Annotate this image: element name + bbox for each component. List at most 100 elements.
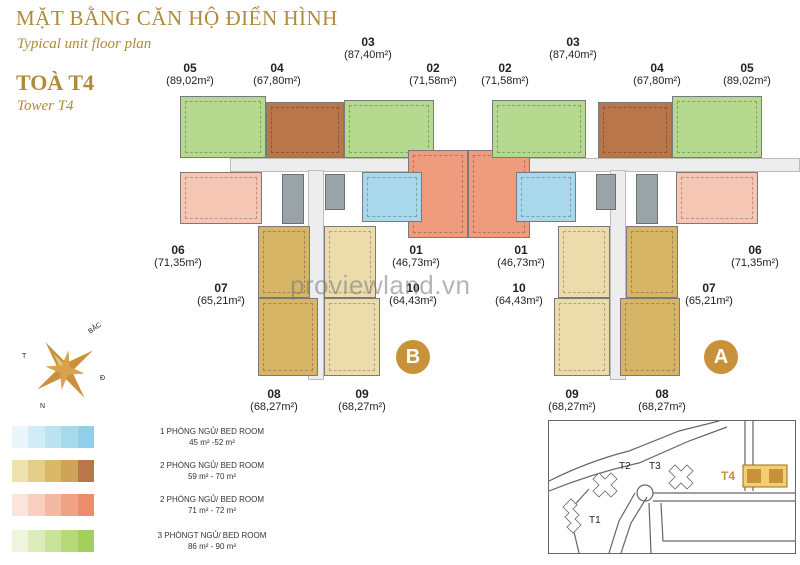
label-unit-10-left: 10(64,43m²) xyxy=(378,282,448,308)
unit-07-right[interactable] xyxy=(626,226,678,298)
unit-area: (46,73m²) xyxy=(497,257,545,269)
unit-10-right[interactable] xyxy=(558,226,610,298)
unit-08-right[interactable] xyxy=(620,298,680,376)
legend-text: 1 PHÒNG NGỦ/ BED ROOM 45 m² -52 m² xyxy=(122,426,302,448)
swatch xyxy=(77,530,95,552)
unit-area: (71,35m²) xyxy=(731,257,779,269)
site-label-t2: T2 xyxy=(619,461,631,472)
label-unit-07-left: 07(65,21m²) xyxy=(186,282,256,308)
site-map-graphic xyxy=(549,421,795,553)
legend-line1: 2 PHÒNG NGỦ/ BED ROOM xyxy=(159,495,264,504)
unit-area: (64,43m²) xyxy=(495,295,543,307)
unit-number: 01 xyxy=(409,243,423,257)
swatch xyxy=(77,494,95,516)
unit-number: 10 xyxy=(512,281,526,295)
unit-number: 04 xyxy=(650,61,664,75)
unit-number: 05 xyxy=(740,61,754,75)
unit-07-left[interactable] xyxy=(258,226,310,298)
unit-03-right[interactable] xyxy=(492,100,586,158)
label-unit-06-left: 06(71,35m²) xyxy=(143,244,213,270)
tower-subtitle: Tower T4 xyxy=(17,98,74,114)
legend-line2: 45 m² -52 m² xyxy=(189,438,235,447)
page-subtitle: Typical unit floor plan xyxy=(17,36,152,52)
swatch xyxy=(61,460,78,482)
legend-line2: 71 m² - 72 m² xyxy=(187,506,236,515)
label-unit-03-left: 03(87,40m²) xyxy=(333,36,403,62)
label-unit-09-left: 09(68,27m²) xyxy=(327,388,397,414)
legend-line2: 86 m² - 90 m² xyxy=(187,542,236,551)
legend-line1: 3 PHÒNGT NGỦ/ BED ROOM xyxy=(157,531,267,540)
label-unit-04-left: 04(67,80m²) xyxy=(242,62,312,88)
swatch xyxy=(12,494,29,516)
site-label-t1: T1 xyxy=(589,515,601,526)
stair-core-right-1 xyxy=(596,174,616,210)
unit-area: (89,02m²) xyxy=(166,75,214,87)
unit-area: (71,58m²) xyxy=(409,75,457,87)
label-unit-04-right: 04(67,80m²) xyxy=(622,62,692,88)
legend-swatch xyxy=(12,494,95,516)
swatch xyxy=(12,460,29,482)
unit-09-left[interactable] xyxy=(324,298,380,376)
tower-title: TOÀ T4 xyxy=(16,70,95,95)
unit-number: 02 xyxy=(426,61,440,75)
unit-number: 04 xyxy=(270,61,284,75)
unit-04-right[interactable] xyxy=(598,102,672,158)
swatch xyxy=(28,460,45,482)
legend-text: 3 PHÒNGT NGỦ/ BED ROOM 86 m² - 90 m² xyxy=(122,530,302,552)
swatch xyxy=(28,530,45,552)
unit-09-right[interactable] xyxy=(554,298,610,376)
swatch xyxy=(12,426,29,448)
block-a-marker: A xyxy=(704,340,738,374)
swatch xyxy=(77,426,95,448)
compass-east-label: Đ xyxy=(100,375,106,382)
unit-number: 08 xyxy=(655,387,669,401)
legend-line1: 2 PHÒNG NGỦ/ BED ROOM xyxy=(159,461,264,470)
unit-06-left[interactable] xyxy=(180,172,262,224)
unit-area: (65,21m²) xyxy=(197,295,245,307)
label-unit-07-right: 07(65,21m²) xyxy=(674,282,744,308)
label-unit-01-right: 01(46,73m²) xyxy=(486,244,556,270)
swatch xyxy=(28,426,45,448)
unit-number: 02 xyxy=(498,61,512,75)
swatch xyxy=(12,530,29,552)
label-unit-08-left: 08(68,27m²) xyxy=(239,388,309,414)
legend-line2: 59 m² - 70 m² xyxy=(187,472,236,481)
unit-10-left[interactable] xyxy=(324,226,376,298)
compass-south-label: N xyxy=(40,403,46,410)
unit-05-right[interactable] xyxy=(672,96,762,158)
swatch xyxy=(28,494,45,516)
watermark: proviewland.vn xyxy=(290,270,471,300)
unit-03-left[interactable] xyxy=(344,100,434,158)
legend-line1: 1 PHÒNG NGỦ/ BED ROOM xyxy=(159,427,264,436)
label-unit-08-right: 08(68,27m²) xyxy=(627,388,697,414)
swatch xyxy=(61,426,78,448)
unit-number: 03 xyxy=(566,35,580,49)
compass: BẮC N T Đ xyxy=(20,322,110,415)
unit-area: (71,58m²) xyxy=(481,75,529,87)
stair-core-left-2 xyxy=(325,174,345,210)
unit-01-right[interactable] xyxy=(516,172,576,222)
swatch xyxy=(61,494,78,516)
unit-05-left[interactable] xyxy=(180,96,266,158)
unit-area: (87,40m²) xyxy=(549,49,597,61)
unit-06-right[interactable] xyxy=(676,172,758,224)
unit-area: (46,73m²) xyxy=(392,257,440,269)
unit-08-left[interactable] xyxy=(258,298,318,376)
stair-core-right-2 xyxy=(636,174,658,224)
unit-area: (67,80m²) xyxy=(253,75,301,87)
unit-area: (68,27m²) xyxy=(548,401,596,413)
label-unit-05-left: 05(89,02m²) xyxy=(155,62,225,88)
unit-area: (89,02m²) xyxy=(723,75,771,87)
unit-number: 08 xyxy=(267,387,281,401)
unit-number: 06 xyxy=(748,243,762,257)
unit-area: (68,27m²) xyxy=(338,401,386,413)
swatch xyxy=(44,494,62,516)
unit-number: 09 xyxy=(565,387,579,401)
label-unit-03-right: 03(87,40m²) xyxy=(538,36,608,62)
page-title: MẶT BẰNG CĂN HỘ ĐIỂN HÌNH xyxy=(16,6,338,30)
compass-west-label: T xyxy=(22,353,27,360)
unit-04-left[interactable] xyxy=(266,102,344,158)
site-label-t4: T4 xyxy=(721,469,736,483)
legend-text: 2 PHÒNG NGỦ/ BED ROOM 59 m² - 70 m² xyxy=(122,460,302,482)
unit-01-left[interactable] xyxy=(362,172,422,222)
